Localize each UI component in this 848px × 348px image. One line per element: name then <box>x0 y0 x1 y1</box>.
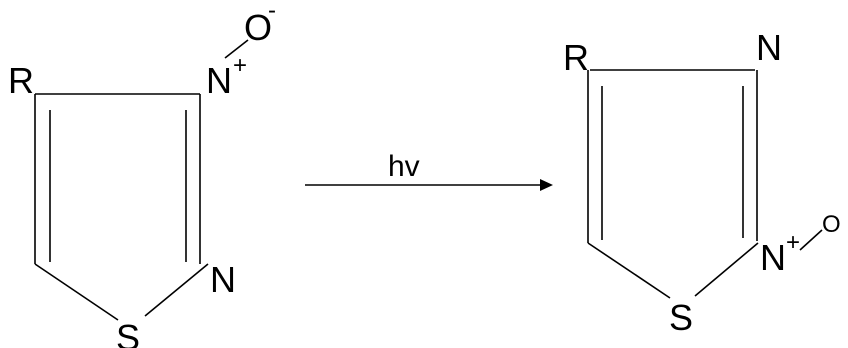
reactant-n-oxide-label: N <box>206 60 232 101</box>
product-bond-c5-s1 <box>587 242 671 299</box>
arrow-head <box>540 179 553 191</box>
product-n-plus-charge: + <box>786 229 800 256</box>
product-ring-nitrogen-label: N <box>756 27 782 68</box>
product-bond-n-o <box>799 229 823 251</box>
product-sulfur-label: S <box>669 297 693 338</box>
reactant-structure: R N + O - N S <box>8 0 276 348</box>
reactant-ring-nitrogen-label: N <box>210 259 236 300</box>
arrow-condition-label: hv <box>388 150 420 183</box>
reactant-bond-n-o <box>224 39 249 59</box>
reactant-bond-c5-s1 <box>34 263 119 321</box>
product-substituent-label: R <box>563 37 589 78</box>
product-bond-n2-s1 <box>694 242 759 297</box>
reactant-bond-n2-s1 <box>144 263 209 317</box>
reactant-n-plus-charge: + <box>233 52 247 79</box>
reactant-sulfur-label: S <box>116 317 140 348</box>
reactant-oxygen-label: O <box>244 7 272 48</box>
product-structure: R N N + O S <box>563 27 841 338</box>
reactant-substituent-label: R <box>8 60 34 101</box>
reactant-o-minus-charge: - <box>268 0 276 24</box>
product-oxygen-label: O <box>822 211 841 238</box>
reaction-arrow: hv <box>305 150 553 191</box>
product-n-oxide-label: N <box>760 237 786 278</box>
